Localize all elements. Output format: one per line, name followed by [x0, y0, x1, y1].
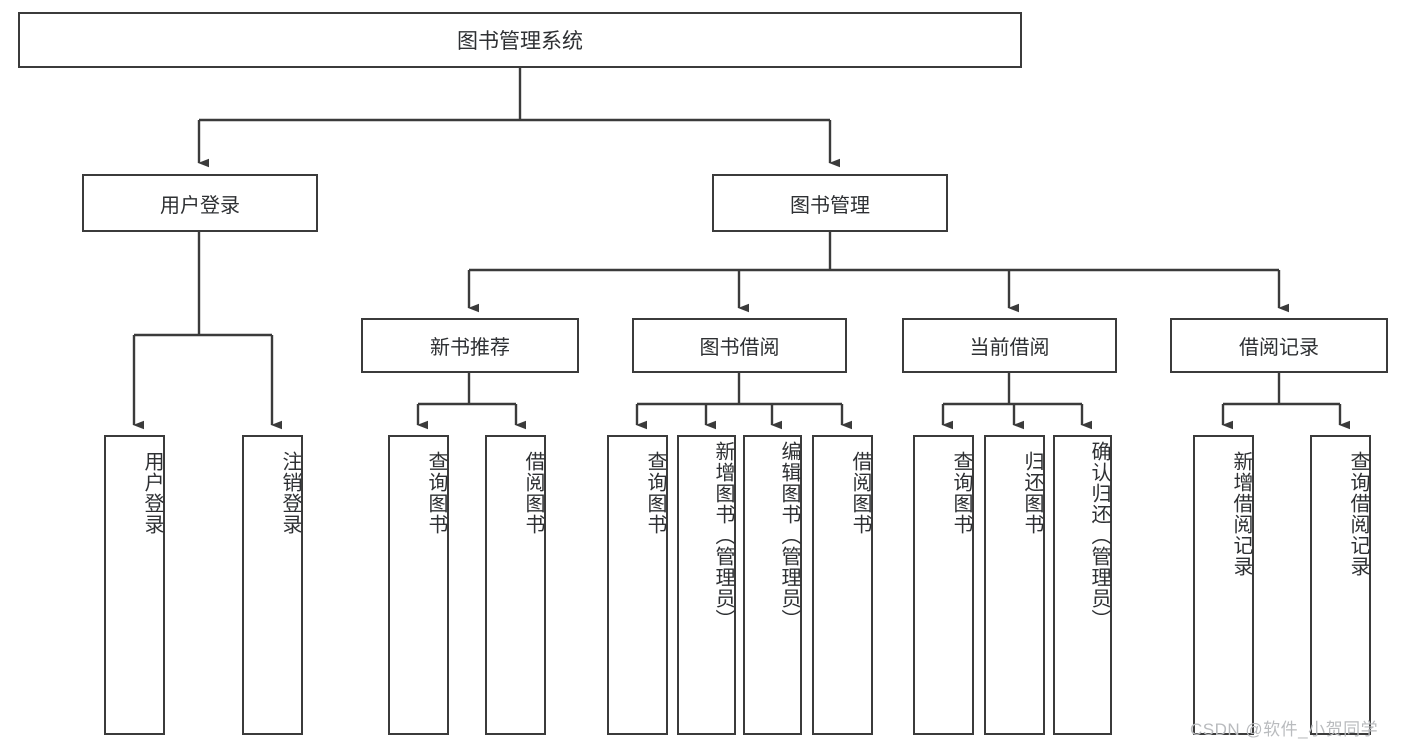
leaf-confirm-return-admin[interactable]: 确认归还（管理员） — [1053, 435, 1112, 735]
node-current-borrow[interactable]: 当前借阅 — [902, 318, 1117, 373]
leaf-add-borrow-record[interactable]: 新增借阅记录 — [1193, 435, 1254, 735]
leaf-query-book-current[interactable]: 查询图书 — [913, 435, 974, 735]
node-book-borrow[interactable]: 图书借阅 — [632, 318, 847, 373]
node-user-login[interactable]: 用户登录 — [82, 174, 318, 232]
node-root-system[interactable]: 图书管理系统 — [18, 12, 1022, 68]
leaf-query-book-borrow[interactable]: 查询图书 — [607, 435, 668, 735]
leaf-user-login[interactable]: 用户登录 — [104, 435, 165, 735]
leaf-return-book[interactable]: 归还图书 — [984, 435, 1045, 735]
leaf-borrow-book[interactable]: 借阅图书 — [812, 435, 873, 735]
leaf-logout[interactable]: 注销登录 — [242, 435, 303, 735]
node-book-management[interactable]: 图书管理 — [712, 174, 948, 232]
csdn-watermark: CSDN @软件_小贺同学 — [1190, 720, 1379, 739]
leaf-borrow-book-new[interactable]: 借阅图书 — [485, 435, 546, 735]
leaf-query-borrow-record[interactable]: 查询借阅记录 — [1310, 435, 1371, 735]
leaf-edit-book-admin[interactable]: 编辑图书（管理员） — [743, 435, 802, 735]
node-borrow-records[interactable]: 借阅记录 — [1170, 318, 1388, 373]
node-new-book-recommend[interactable]: 新书推荐 — [361, 318, 579, 373]
leaf-add-book-admin[interactable]: 新增图书（管理员） — [677, 435, 736, 735]
leaf-query-book-new[interactable]: 查询图书 — [388, 435, 449, 735]
